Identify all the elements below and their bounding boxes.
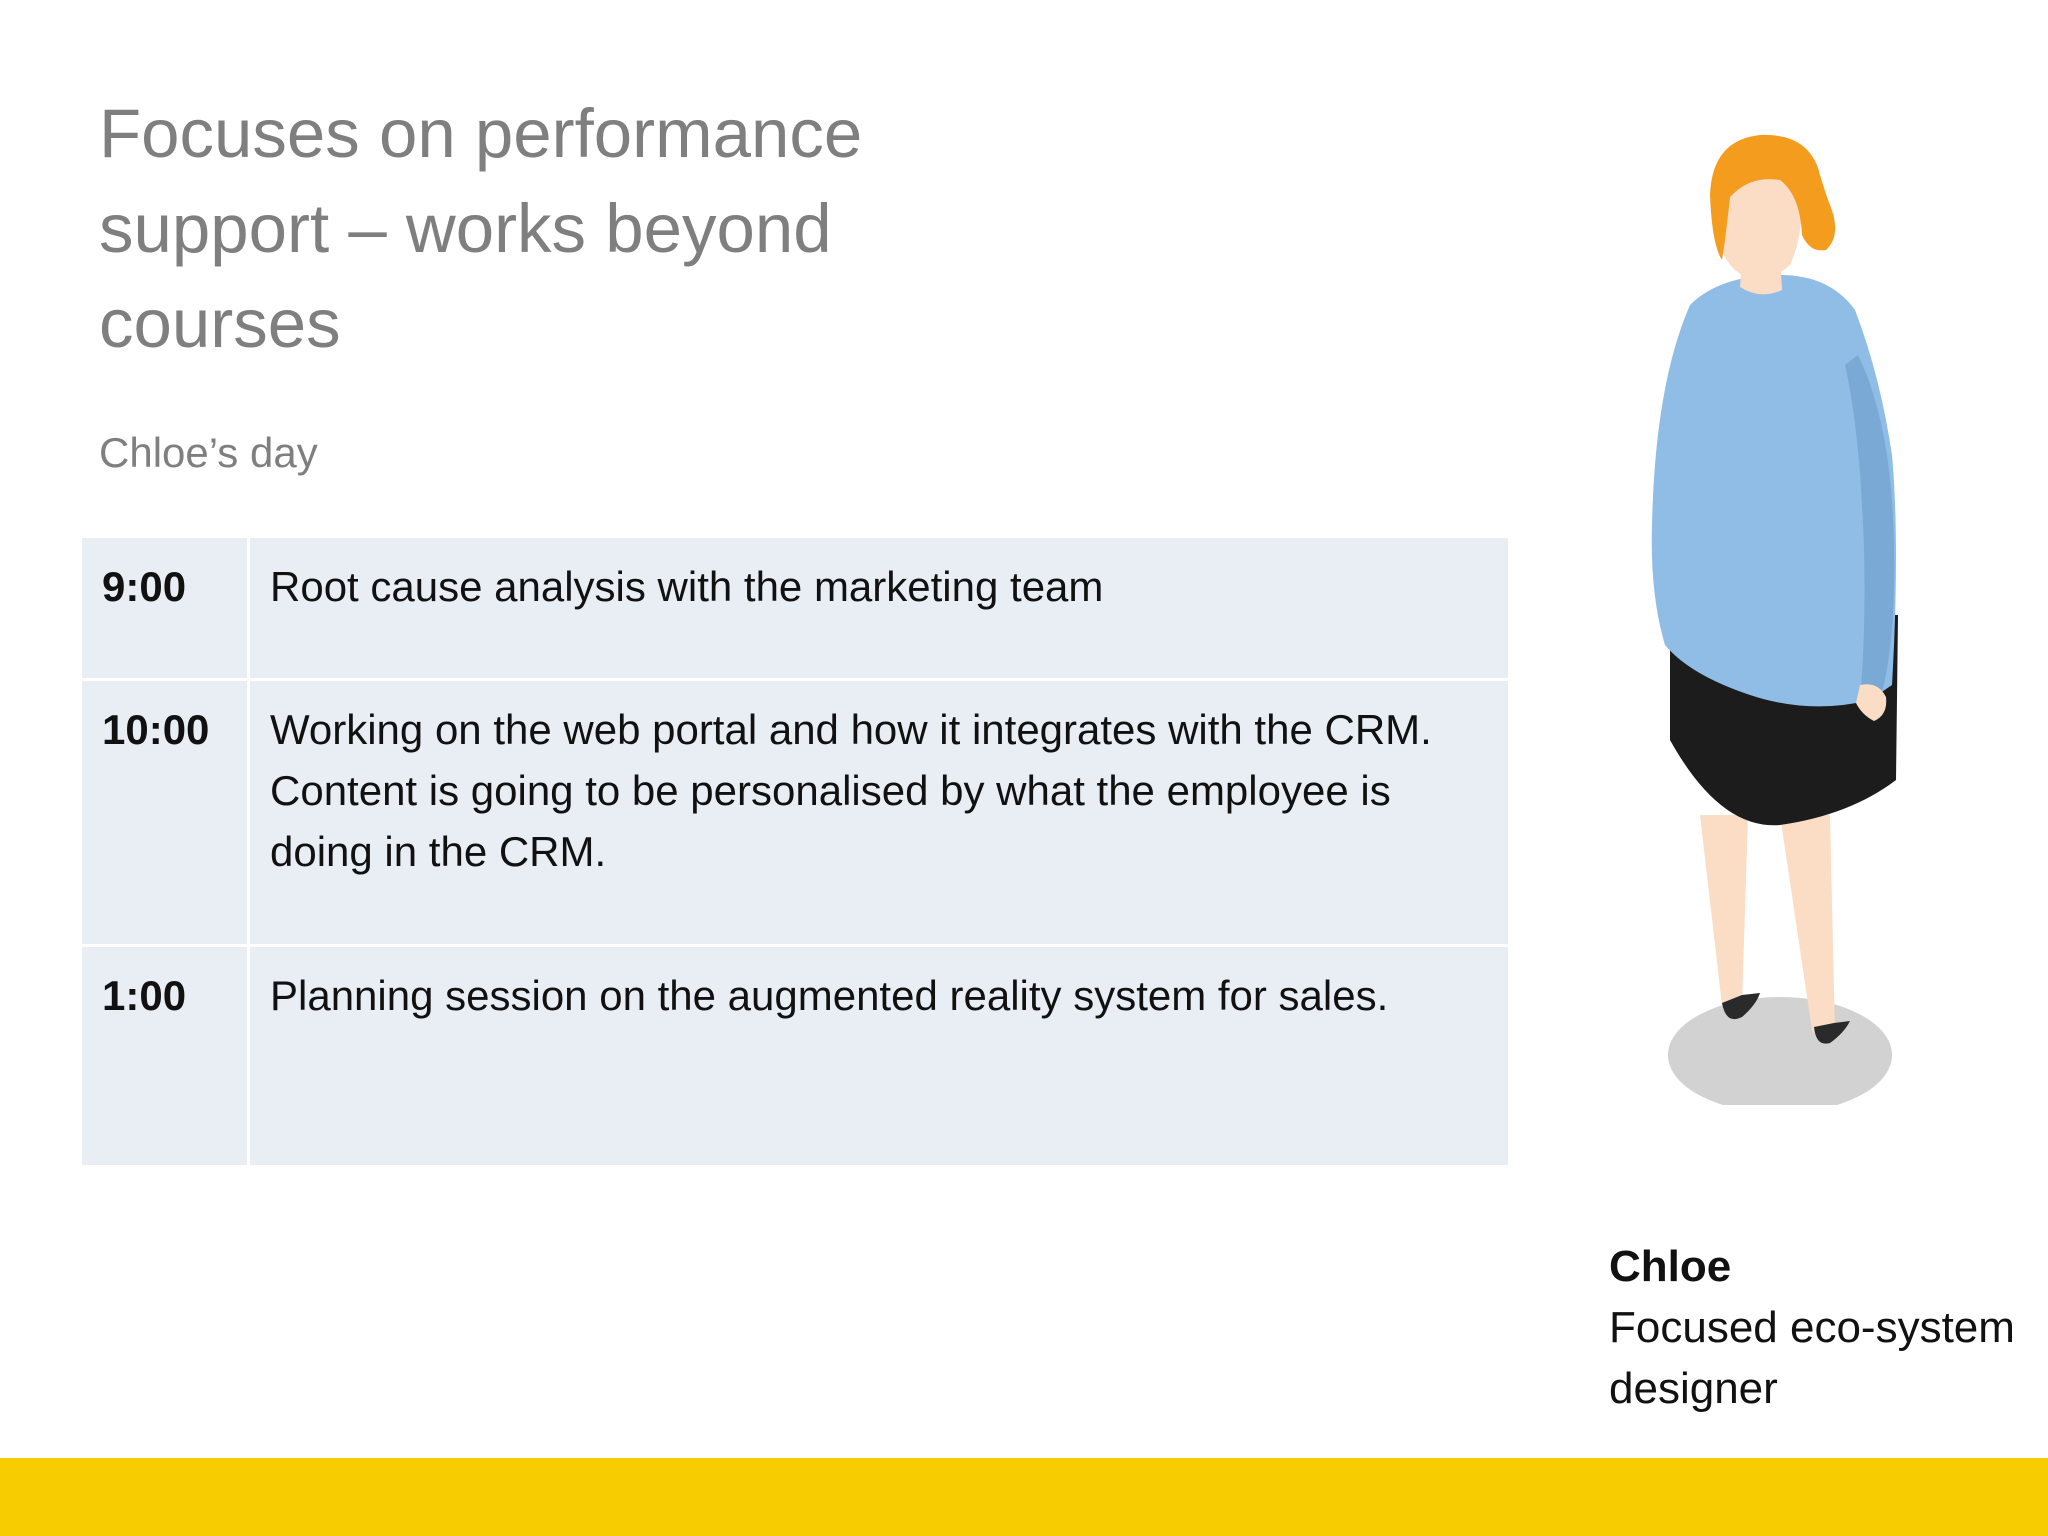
hair bbox=[1710, 134, 1836, 260]
persona-caption: Chloe Focused eco-system designer bbox=[1609, 1236, 2039, 1419]
slide-title: Focuses on performance support – works b… bbox=[99, 95, 863, 362]
schedule-time: 10:00 bbox=[79, 678, 250, 947]
right-leg bbox=[1780, 815, 1835, 1040]
schedule-activity: Root cause analysis with the marketing t… bbox=[247, 535, 1511, 681]
shirt bbox=[1651, 275, 1896, 707]
schedule-activity: Planning session on the augmented realit… bbox=[247, 944, 1511, 1168]
persona-role: Focused eco-system designer bbox=[1609, 1303, 2015, 1413]
table-row: 10:00 Working on the web portal and how … bbox=[79, 678, 1511, 947]
left-shoe bbox=[1722, 993, 1760, 1020]
hand bbox=[1856, 684, 1887, 721]
table-row: 1:00 Planning session on the augmented r… bbox=[79, 944, 1511, 1168]
footer-accent-bar bbox=[0, 1458, 2048, 1536]
right-shoe bbox=[1814, 1021, 1850, 1044]
table-row: 9:00 Root cause analysis with the market… bbox=[79, 535, 1511, 681]
shadow-ellipse bbox=[1668, 997, 1892, 1105]
schedule-table: 9:00 Root cause analysis with the market… bbox=[79, 535, 1511, 1168]
persona-illustration bbox=[1651, 134, 1898, 1105]
schedule-activity: Working on the web portal and how it int… bbox=[247, 678, 1511, 947]
arm-shade bbox=[1845, 355, 1895, 700]
schedule-time: 9:00 bbox=[79, 535, 250, 681]
slide-subtitle: Chloe’s day bbox=[99, 429, 318, 476]
persona-name: Chloe bbox=[1609, 1242, 1732, 1291]
schedule-time: 1:00 bbox=[79, 944, 250, 1168]
left-leg bbox=[1700, 815, 1748, 1010]
